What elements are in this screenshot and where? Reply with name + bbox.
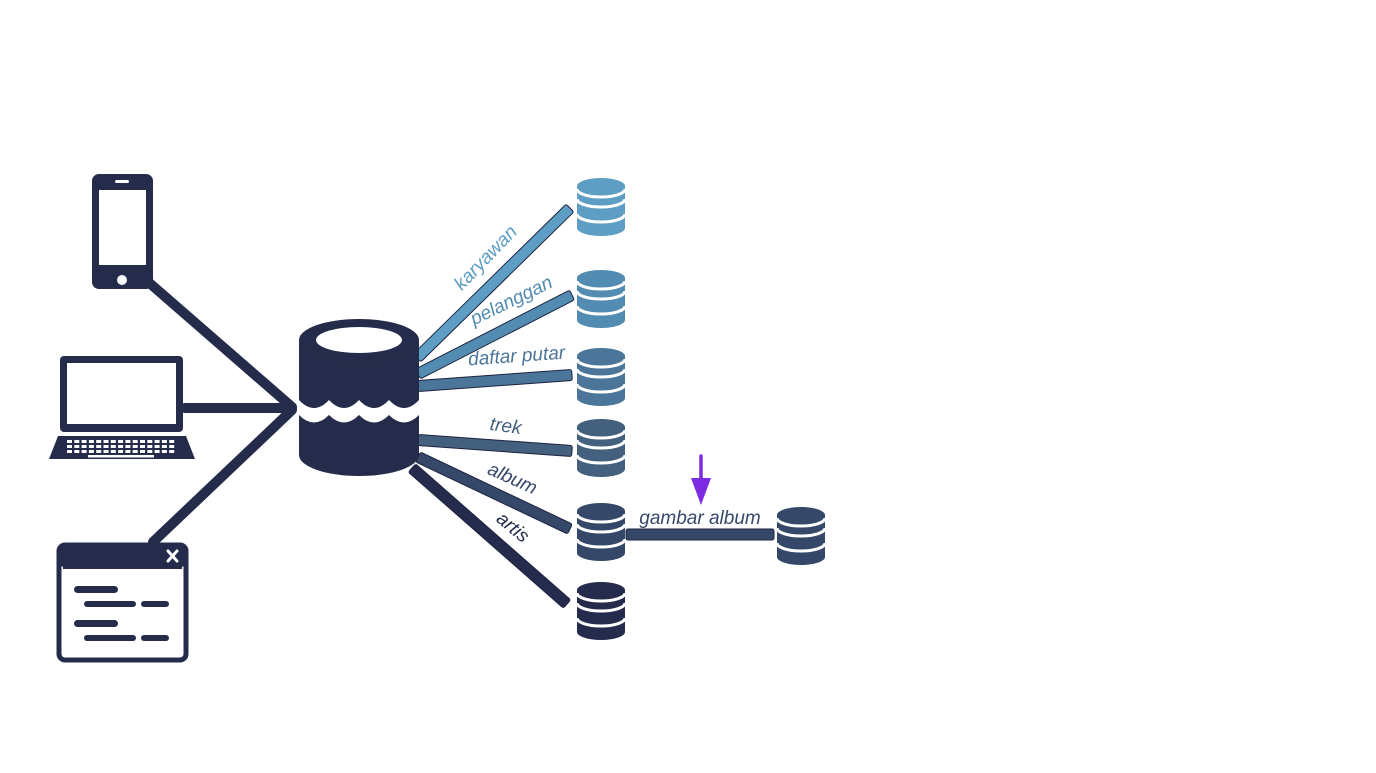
smartphone-icon [92,174,153,289]
connector-smartphone [141,275,297,412]
table-connectors [408,204,575,608]
table-db-daftar-putar-icon [575,348,627,406]
gambar-album-db-shape [775,507,827,565]
laptop-icon [49,356,195,459]
close-icon [166,549,179,563]
data-lake-icon [299,319,419,476]
table-db-trek-icon [575,419,627,477]
highlight-arrow-icon [691,454,711,505]
label-gambar-album: gambar album [639,508,760,529]
label-trek: trek [489,414,525,439]
table-databases [575,178,627,640]
connector-gambar-album [625,528,775,541]
album-image-extension: gambar album [625,454,827,565]
table-db-pelanggan-icon [575,270,627,328]
client-connectors [141,275,297,547]
connector-trek [417,434,573,457]
gambar-album-db-icon [775,507,827,565]
app-window-icon [56,542,189,663]
connector-app-window [148,405,297,547]
connector-artis [408,464,571,608]
table-db-album-icon [575,503,627,561]
connector-daftar-putar [417,369,573,392]
table-db-karyawan-icon [575,178,627,236]
table-db-artis-icon [575,582,627,640]
